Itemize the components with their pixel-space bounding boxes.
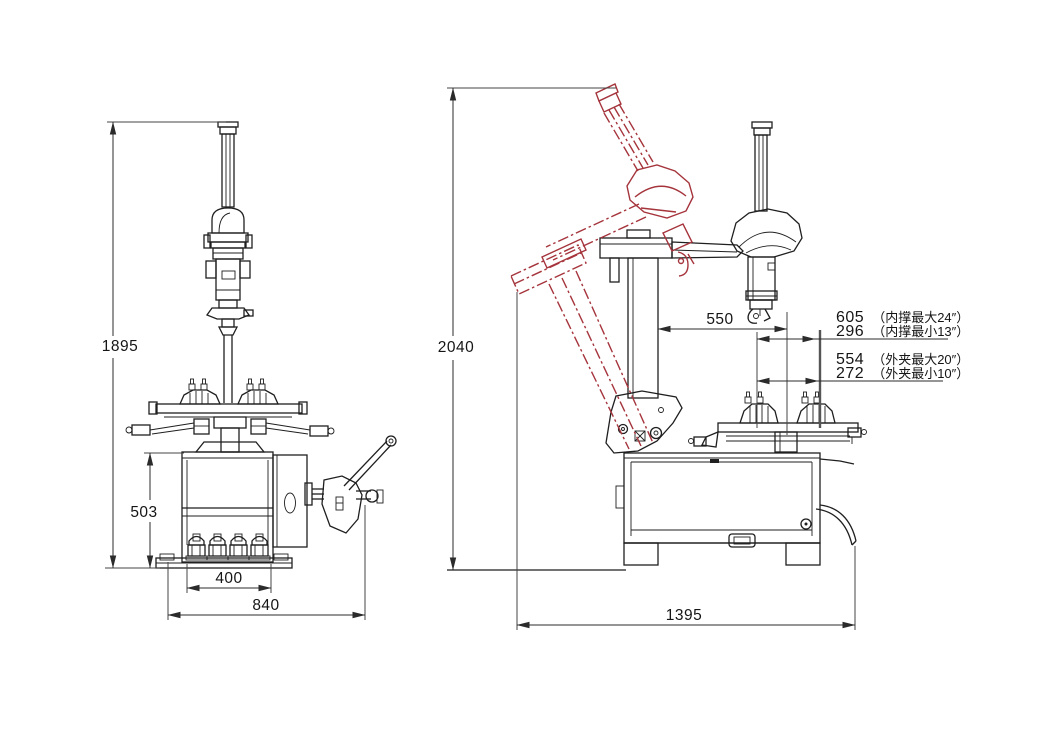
dim-cabinet-height: 503 bbox=[130, 452, 157, 569]
side-turntable bbox=[688, 391, 867, 453]
dim-label-503: 503 bbox=[130, 504, 157, 521]
front-column bbox=[203, 121, 254, 403]
side-arm-and-head bbox=[671, 208, 803, 324]
dim-label-1395: 1395 bbox=[666, 607, 702, 624]
side-view bbox=[599, 121, 867, 566]
clamp-range-inner-max: 605（内撑最大24″） bbox=[836, 309, 969, 326]
dim-label-550: 550 bbox=[706, 311, 733, 328]
clamp-range-inner-min: 296（内撑最小13″） bbox=[836, 323, 969, 340]
clamp-range-outer-min: 272（外夹最小10″） bbox=[836, 365, 969, 382]
dimensions: 1895 503 400 840 2040 550 bbox=[102, 87, 969, 630]
dim-label-2040: 2040 bbox=[438, 339, 474, 356]
dim-label-400: 400 bbox=[215, 570, 242, 587]
front-pedals bbox=[185, 533, 271, 561]
front-bead-breaker bbox=[272, 435, 397, 548]
side-cabinet bbox=[615, 452, 857, 566]
dim-clamp-ranges: 605（内撑最大24″） 296（内撑最小13″） 554（外夹最大20″） 2… bbox=[756, 309, 969, 385]
dim-side-overall-height: 2040 bbox=[438, 87, 474, 571]
dim-overall-depth: 1395 bbox=[516, 607, 856, 629]
side-column bbox=[599, 121, 773, 399]
clamp-range-outer-max: 554（外夹最大20″） bbox=[836, 351, 969, 368]
dim-pedal-width: 400 bbox=[186, 570, 272, 592]
side-tilt-bracket bbox=[605, 390, 683, 454]
front-turntable bbox=[125, 378, 335, 453]
front-cabinet bbox=[155, 451, 293, 569]
tilted-position-phantom bbox=[510, 83, 695, 450]
dim-front-overall-height: 1895 bbox=[102, 121, 138, 569]
dim-base-width: 840 bbox=[167, 597, 366, 619]
dim-label-1895: 1895 bbox=[102, 338, 138, 355]
front-view bbox=[125, 121, 397, 569]
dim-arm-offset: 550 bbox=[657, 311, 788, 333]
dim-label-840: 840 bbox=[252, 597, 279, 614]
